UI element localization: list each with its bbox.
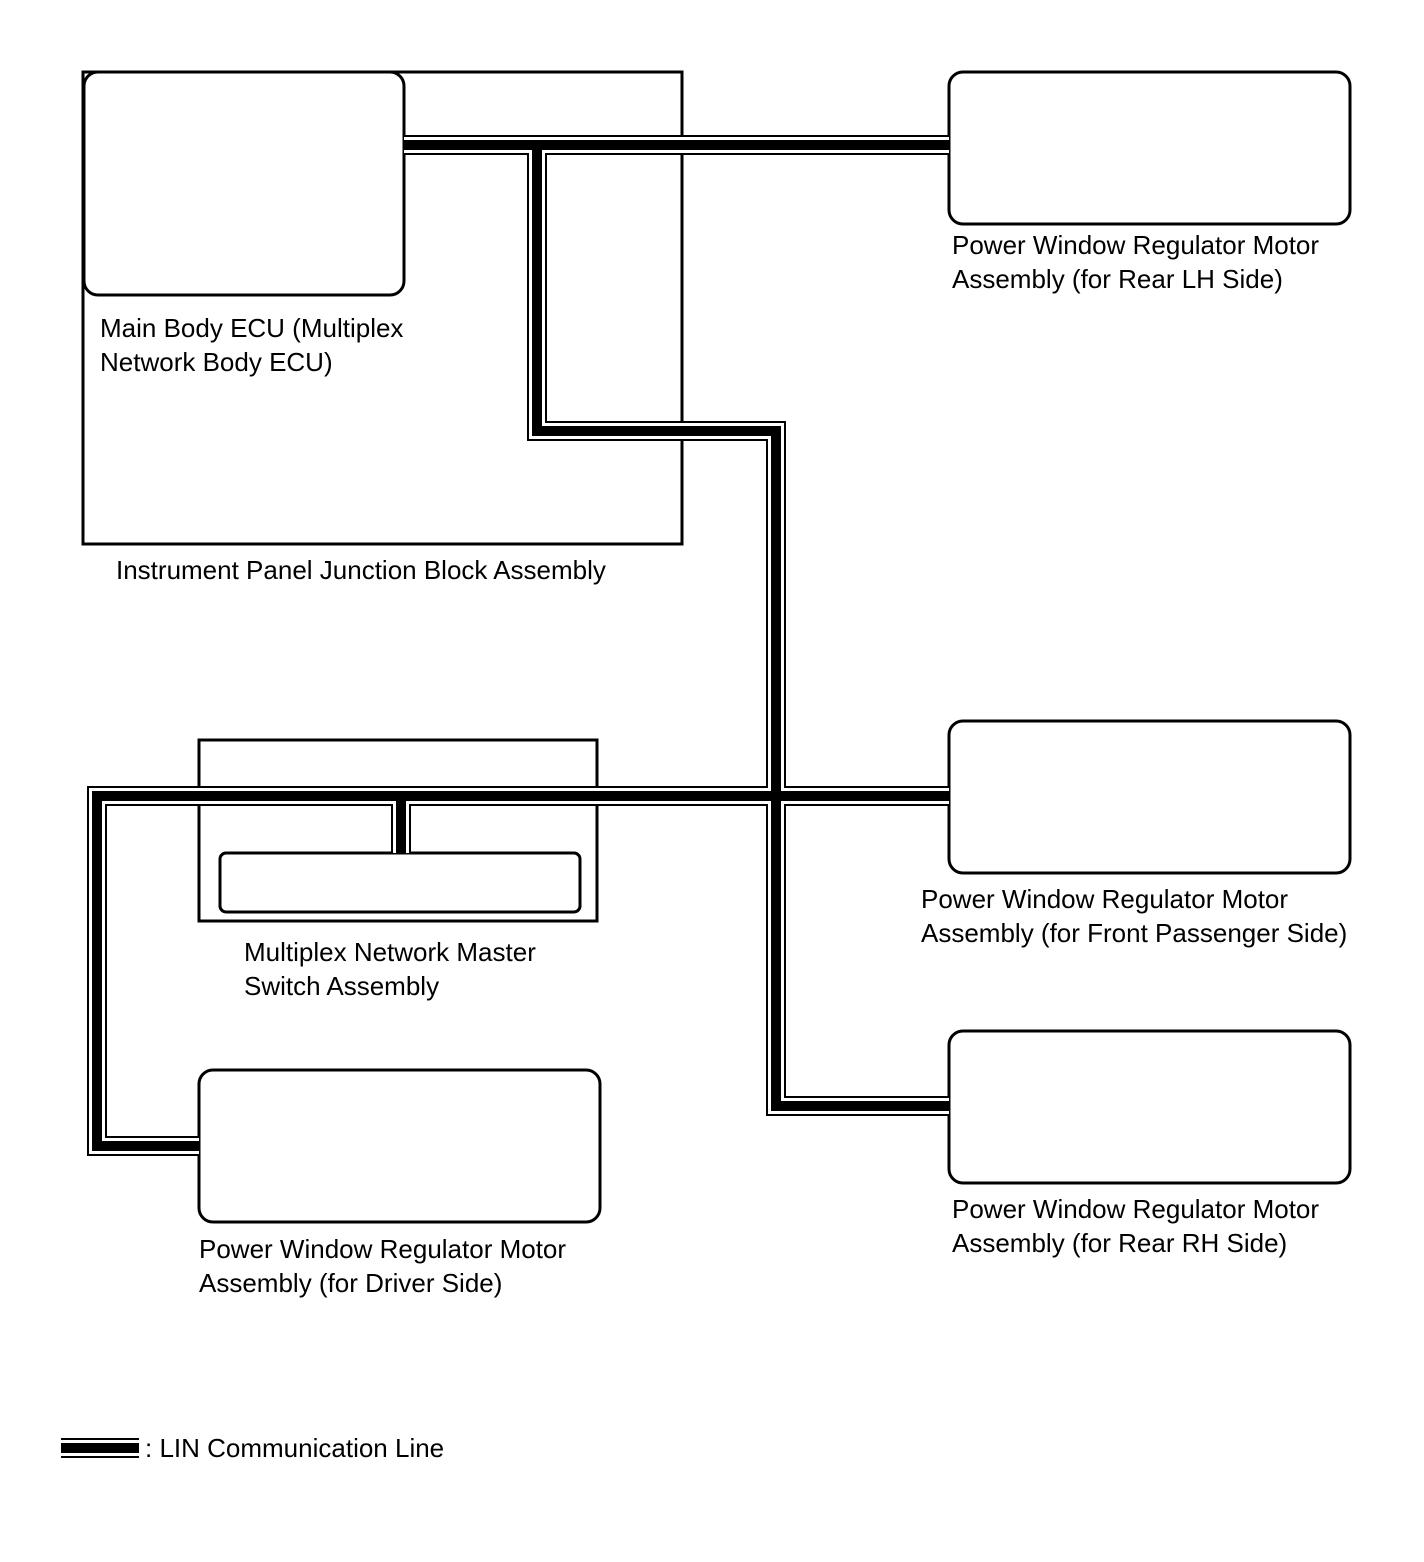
main-body-ecu-label: Main Body ECU (Multiplex Network Body EC… xyxy=(100,311,403,379)
driver-motor-label-line-1: Power Window Regulator Motor xyxy=(199,1234,567,1264)
driver-motor-label-line-2: Assembly (for Driver Side) xyxy=(199,1268,503,1298)
lin-communication-line xyxy=(87,135,949,1156)
main-body-ecu-box xyxy=(82,70,406,297)
rear-rh-motor-label: Power Window Regulator Motor Assembly (f… xyxy=(952,1192,1319,1260)
driver-motor-label: Power Window Regulator Motor Assembly (f… xyxy=(199,1232,566,1300)
legend-label: : LIN Communication Line xyxy=(145,1433,445,1463)
master-switch-outer-box xyxy=(197,738,599,923)
front-passenger-motor-label-line-1: Power Window Regulator Motor xyxy=(921,884,1289,914)
rear-rh-motor-label-line-1: Power Window Regulator Motor xyxy=(952,1194,1320,1224)
driver-motor-box xyxy=(197,1068,602,1224)
rear-lh-motor-box xyxy=(947,70,1352,226)
rear-lh-motor-label: Power Window Regulator Motor Assembly (f… xyxy=(952,228,1319,296)
main-body-ecu-label-line-2: Network Body ECU) xyxy=(100,347,333,377)
rear-rh-motor-box xyxy=(947,1029,1352,1185)
junction-block-label: Instrument Panel Junction Block Assembly xyxy=(116,555,606,585)
rear-rh-motor-label-line-2: Assembly (for Rear RH Side) xyxy=(952,1228,1288,1258)
master-switch-label-line-1: Multiplex Network Master xyxy=(244,937,536,967)
master-switch-label-line-2: Switch Assembly xyxy=(244,971,440,1001)
front-passenger-motor-box xyxy=(947,719,1352,875)
front-passenger-motor-label-line-2: Assembly (for Front Passenger Side) xyxy=(921,918,1348,948)
master-switch-label: Multiplex Network Master Switch Assembly xyxy=(244,935,536,1003)
main-body-ecu-label-line-1: Main Body ECU (Multiplex xyxy=(100,313,404,343)
front-passenger-motor-label: Power Window Regulator Motor Assembly (f… xyxy=(921,882,1347,950)
master-switch-inner-box xyxy=(218,851,582,914)
rear-lh-motor-label-line-2: Assembly (for Rear LH Side) xyxy=(952,264,1283,294)
rear-lh-motor-label-line-1: Power Window Regulator Motor xyxy=(952,230,1320,260)
